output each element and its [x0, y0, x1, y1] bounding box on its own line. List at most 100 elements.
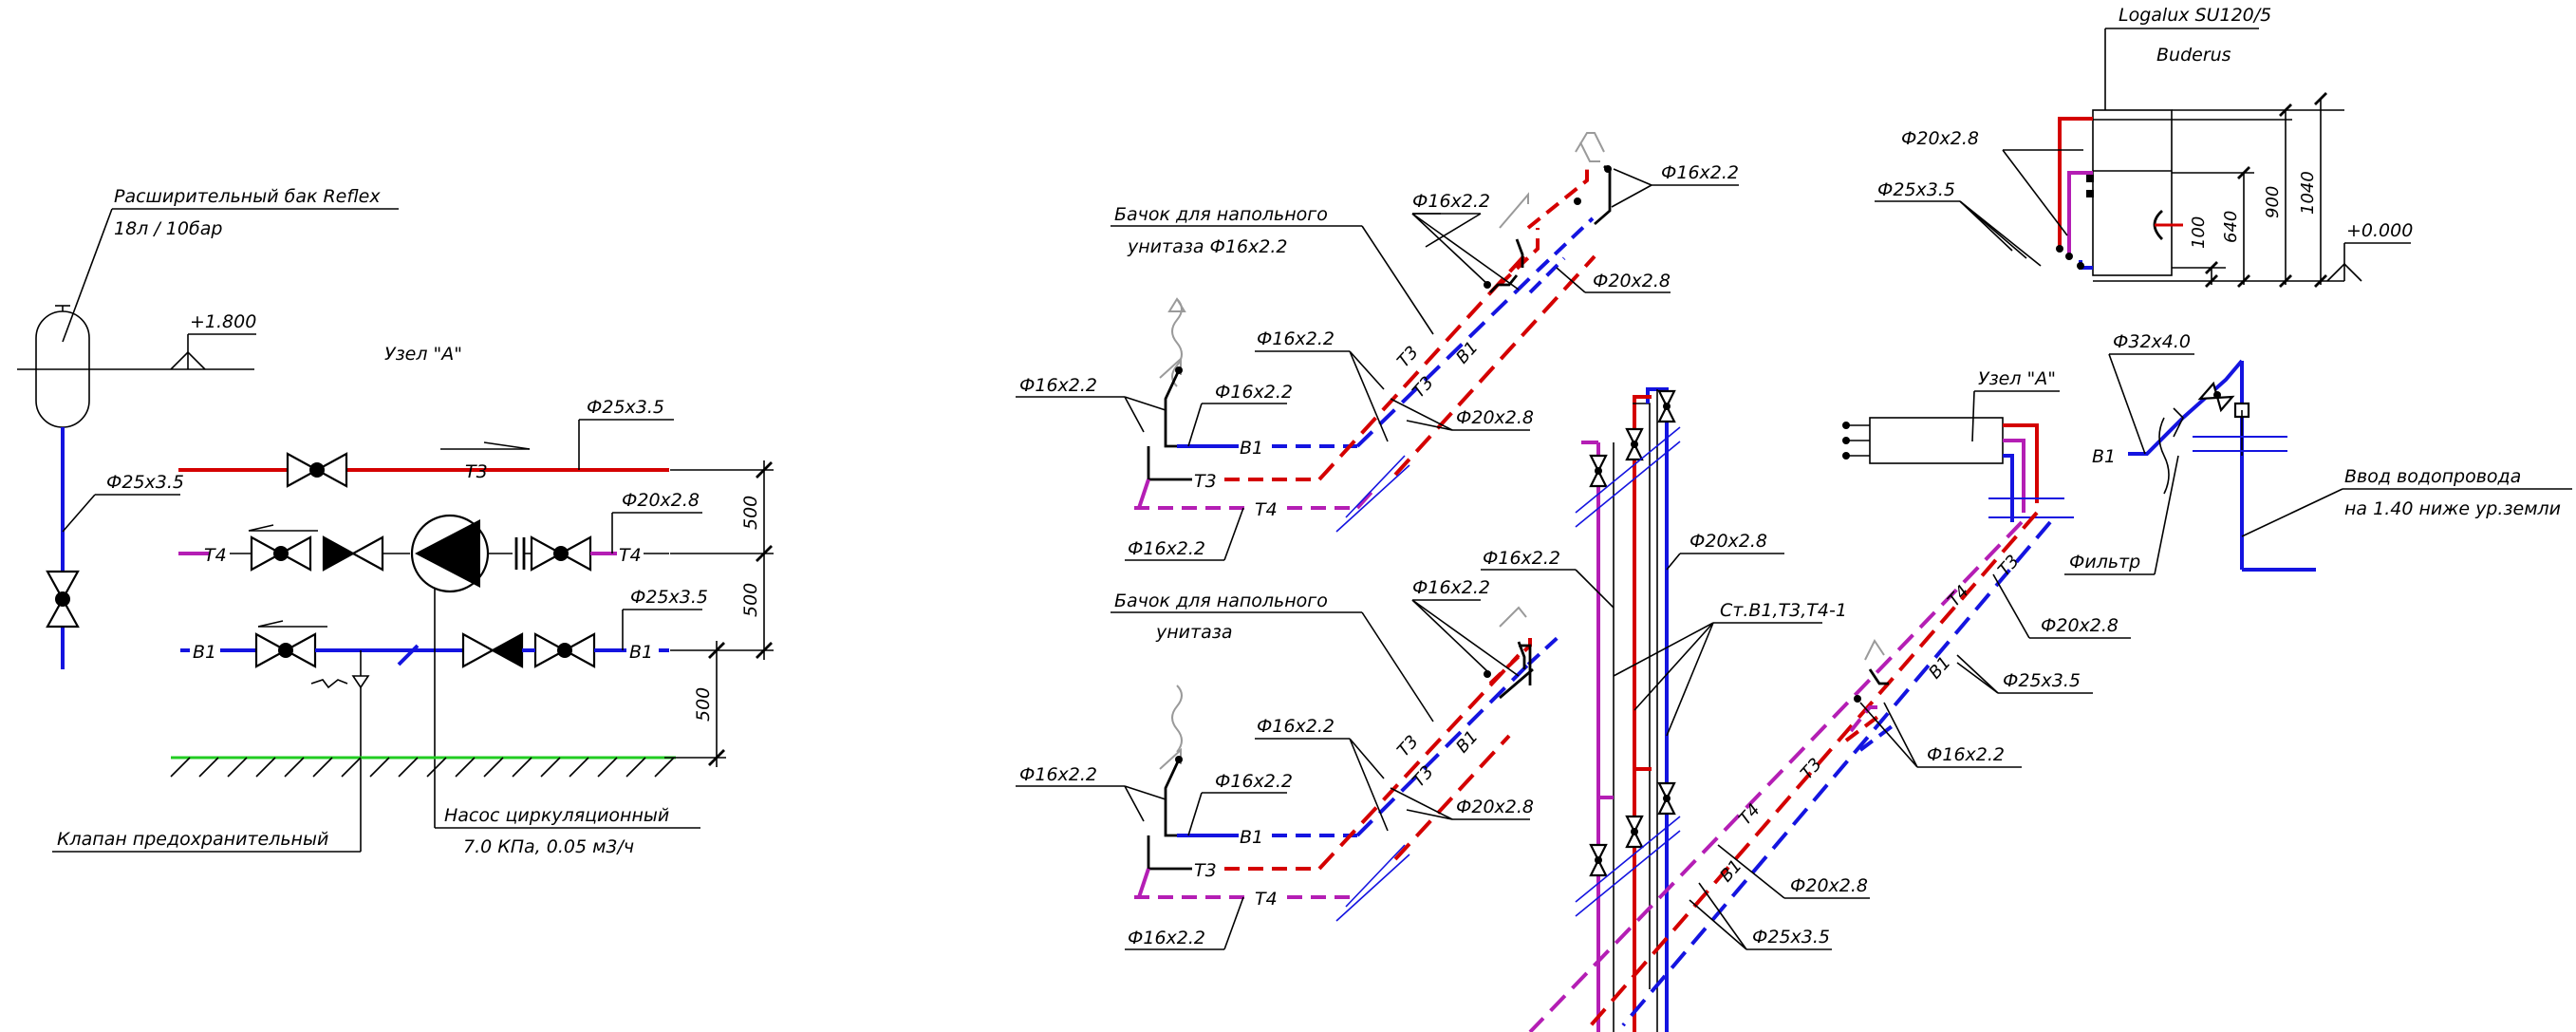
lower-d16-a: Ф16х2.2 — [1019, 764, 1097, 785]
circulation-pump-icon — [410, 514, 490, 593]
b1-check-valve-icon — [461, 632, 524, 668]
lower-cistern-label-1: Бачок для напольного — [1114, 591, 1328, 611]
lower-d16-b: Ф16х2.2 — [1215, 771, 1293, 792]
dimension-100: 100 — [2189, 216, 2209, 249]
riser-valve-1-icon — [1589, 454, 1608, 488]
upper-b1-diag-tag: В1 — [1452, 338, 1483, 368]
lower-b1-diag-tag: В1 — [1452, 727, 1483, 758]
b1-ball-valve-right-icon — [533, 632, 596, 668]
t4-tag-right: Т4 — [619, 545, 642, 566]
dimension-640: 640 — [2221, 211, 2241, 243]
riser-d16: Ф16х2.2 — [1483, 548, 1560, 569]
vertical-ball-valve-icon — [46, 570, 80, 629]
b1-ball-valve-left-icon — [254, 632, 317, 668]
boiler-unit: Logalux SU120/5 Buderus Ф20х2.8 Ф25х3.5 … — [1875, 5, 2413, 288]
upper-d20-a: Ф20х2.8 — [1456, 407, 1534, 428]
upper-toilet-block: В1 Т3 Т4 Т3 Т3 В1 — [1016, 132, 1739, 561]
node-a-title: Узел "А" — [384, 344, 462, 365]
riser-valve-6-icon — [1657, 781, 1676, 816]
riser-d20: Ф20х2.8 — [1689, 531, 1767, 552]
tank-label-2: 18л / 10бар — [114, 218, 222, 239]
dimension-500-1: 500 — [740, 496, 761, 530]
node-a-scheme: Расширительный бак Reflex 18л / 10бар Ф2… — [17, 186, 774, 857]
boiler-pipe-upper: Ф20х2.8 — [1901, 128, 1979, 149]
inlet-low-d20: Ф20х2.8 — [1790, 875, 1868, 896]
relief-valve-label: Клапан предохранительный — [57, 829, 328, 850]
elevation-top-label: +1.800 — [190, 311, 256, 332]
ground-hatch — [170, 756, 676, 778]
t4-ball-valve-left-icon — [250, 535, 312, 572]
t4-tag-left: Т4 — [204, 545, 227, 566]
inlet-label-1: Ввод водопровода — [2344, 466, 2521, 487]
upper-t3-tag: Т3 — [1194, 471, 1217, 492]
vertical-pipe-diameter: Ф25х3.5 — [106, 472, 184, 493]
inlet-d25: Ф25х3.5 — [2003, 670, 2081, 691]
upper-t3-diag-tag: Т3 — [1393, 343, 1423, 372]
riser-label: Ст.В1,Т3,Т4-1 — [1720, 600, 1847, 621]
t3-gate-valve-icon — [286, 452, 348, 488]
lower-d20-a: Ф20х2.8 — [1456, 797, 1534, 817]
inlet-b1-low-tag: В1 — [1716, 856, 1746, 887]
riser-valve-3-icon — [1657, 389, 1676, 423]
inlet-t4-low-tag: Т4 — [1735, 800, 1764, 830]
inlet-d20: Ф20х2.8 — [2041, 615, 2119, 636]
upper-d16-c: Ф16х2.2 — [1257, 328, 1335, 349]
lower-b1-tag: В1 — [1240, 827, 1263, 848]
vertical-dimensions: 500 500 500 — [664, 460, 774, 767]
upper-d16-d: Ф16х2.2 — [1128, 538, 1205, 559]
inlet-b1-tag: В1 — [2092, 446, 2116, 467]
upper-cistern-label-1: Бачок для напольного — [1114, 204, 1328, 225]
inlet-label-2: на 1.40 ниже ур.земли — [2344, 498, 2561, 519]
dimension-1040: 1040 — [2298, 171, 2318, 215]
inlet-t3-tag: Т3 — [1994, 552, 2024, 581]
tank-label-1: Расширительный бак Reflex — [114, 186, 381, 207]
b1-diameter: Ф25х3.5 — [630, 587, 708, 608]
riser-valve-5-icon — [1625, 815, 1644, 849]
t4-ball-valve-right-icon — [530, 535, 592, 572]
pump-label-2: 7.0 КПа, 0.05 м3/ч — [463, 836, 634, 857]
upper-d20-b: Ф20х2.8 — [1593, 271, 1671, 291]
upper-d16-f: Ф16х2.2 — [1661, 162, 1739, 183]
boiler-model: Logalux SU120/5 — [2119, 5, 2271, 26]
b1-tag-left: В1 — [193, 642, 216, 663]
lower-t3-diag-tag: Т3 — [1393, 732, 1423, 761]
upper-d16-a: Ф16х2.2 — [1019, 375, 1097, 396]
lower-t4-tag: Т4 — [1255, 889, 1278, 910]
boiler-pipe-lower: Ф25х3.5 — [1877, 179, 1955, 200]
inlet-low-d25: Ф25х3.5 — [1752, 927, 1830, 948]
upper-cistern-label-2: унитаза Ф16х2.2 — [1127, 236, 1288, 257]
check-valve-icon — [322, 535, 384, 572]
riser-valve-2-icon — [1625, 427, 1644, 461]
risers: Ф16х2.2 Ф20х2.8 Ст.В1,Т3,Т4-1 — [1481, 387, 1847, 1032]
dimension-500-3: 500 — [693, 687, 714, 722]
b1-tag-right: В1 — [629, 642, 653, 663]
dimension-900: 900 — [2263, 186, 2283, 218]
inlet-t4-tag: Т4 — [1944, 582, 1973, 611]
pump-label-1: Насос циркуляционный — [444, 805, 669, 826]
inlet-b1-diag-tag: В1 — [1925, 653, 1955, 684]
safety-relief-valve-icon — [310, 650, 370, 689]
elevation-marker-top: +1.800 — [112, 311, 256, 370]
water-inlet: Узел "А" Т4 Т3 В1 Т4 Т3 В1 Ф16х2.2 Ф20х2… — [1528, 331, 2572, 1032]
t3-tag: Т3 — [465, 461, 488, 482]
upper-b1-tag: В1 — [1240, 438, 1263, 459]
lower-cistern-label-2: унитаза — [1155, 622, 1232, 643]
t4-diameter: Ф20х2.8 — [622, 490, 700, 511]
boiler-maker: Buderus — [2156, 45, 2231, 66]
boiler-elevation: +0.000 — [2346, 220, 2413, 241]
lower-t3-tag: Т3 — [1194, 860, 1217, 881]
dimension-500-2: 500 — [740, 583, 761, 617]
t3-diameter: Ф25х3.5 — [587, 397, 664, 418]
upper-d16-b: Ф16х2.2 — [1215, 382, 1293, 403]
riser-valve-4-icon — [1589, 843, 1608, 877]
lower-d16-d: Ф16х2.2 — [1128, 928, 1205, 948]
lower-d16-c: Ф16х2.2 — [1257, 716, 1335, 737]
lower-toilet-block: В1 Т3 Т4 Т3 Т3 В1 Бачок для напольного у… — [1016, 577, 1563, 950]
inlet-d16: Ф16х2.2 — [1927, 744, 2005, 765]
expansion-tank-icon — [17, 305, 112, 428]
upper-t4-tag: Т4 — [1255, 499, 1278, 520]
lower-d16-e: Ф16х2.2 — [1412, 577, 1490, 598]
upper-d16-e: Ф16х2.2 — [1412, 191, 1490, 212]
filter-label: Фильтр — [2069, 552, 2140, 572]
